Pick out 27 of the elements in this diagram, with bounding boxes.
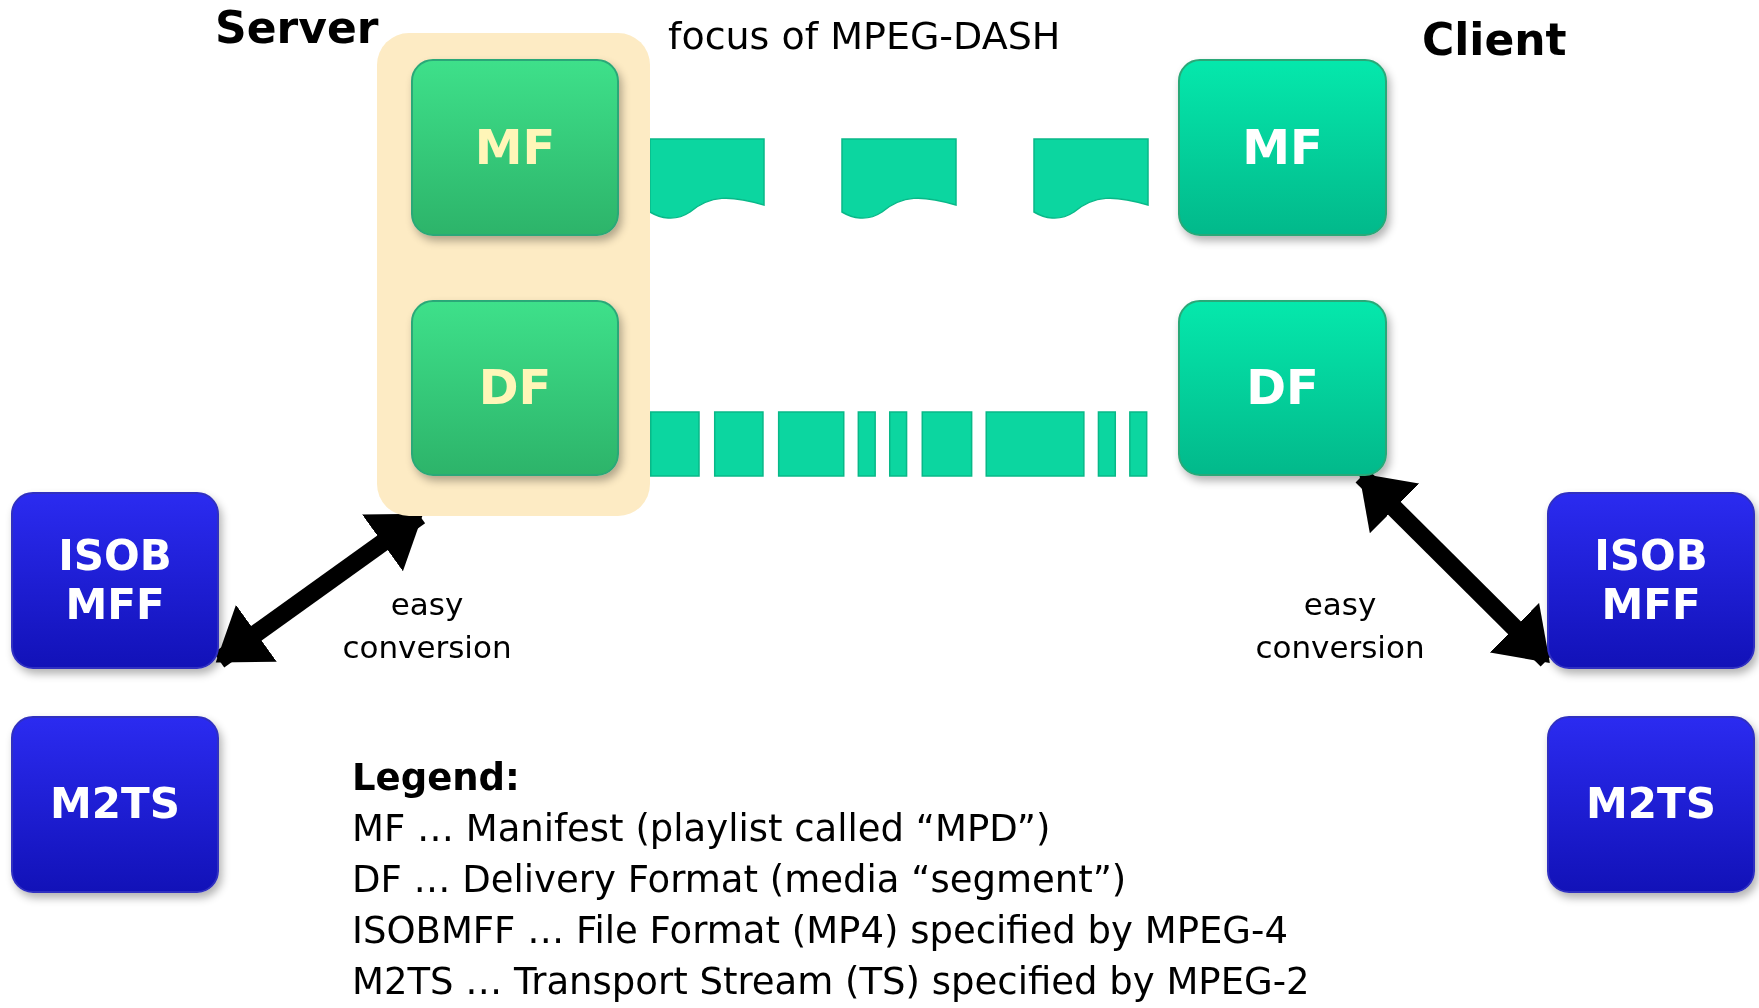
highlight-band (377, 33, 650, 516)
side-heading: Server (215, 2, 379, 53)
edge-label: easy conversion (341, 585, 513, 668)
legend-line: DF … Delivery Format (media “segment”) (352, 857, 1128, 903)
legend-line: M2TS … Transport Stream (TS) specified by MPEG-2 (352, 959, 1310, 1005)
box-label: M2TS (1585, 780, 1717, 829)
box-label: M2TS (49, 780, 181, 829)
format-box (411, 59, 619, 236)
legend-heading: Legend: (352, 755, 521, 801)
box-label: ISOB MFF (57, 532, 173, 629)
format-box (1178, 300, 1387, 476)
box-label: MF (474, 119, 556, 176)
band-caption: focus of MPEG-DASH (668, 14, 1061, 58)
format-box (1178, 59, 1387, 236)
legend-line: MF … Manifest (playlist called “MPD”) (352, 806, 1052, 852)
box-label: DF (1246, 360, 1319, 416)
format-box (11, 492, 219, 669)
format-box (1547, 716, 1755, 893)
edge-label: easy conversion (1254, 585, 1426, 668)
legend-line: ISOBMFF … File Format (MP4) specified by MPEG-4 (352, 908, 1289, 954)
box-label: DF (478, 360, 552, 416)
side-heading: Client (1422, 14, 1567, 65)
format-box (11, 716, 219, 893)
format-box (411, 300, 619, 476)
box-label: MF (1242, 119, 1323, 176)
box-label: ISOB MFF (1593, 532, 1709, 629)
format-box (1547, 492, 1755, 669)
